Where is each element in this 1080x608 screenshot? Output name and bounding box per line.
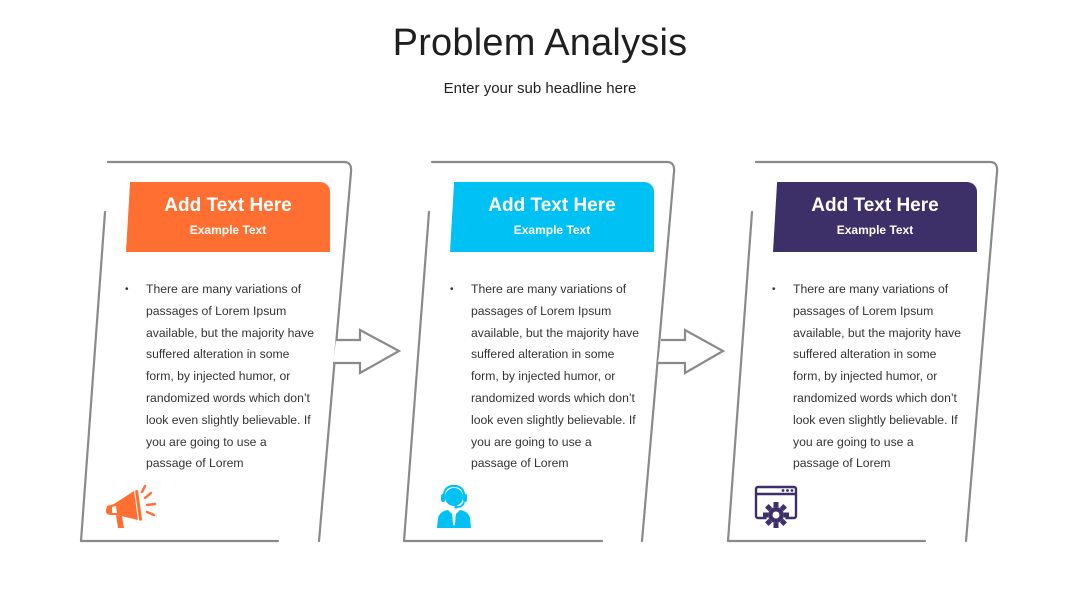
- card-3-heading: Add Text Here: [811, 195, 939, 216]
- card-1-body: •There are many variations of passages o…: [125, 279, 315, 475]
- card-2-body-text: There are many variations of passages of…: [471, 282, 640, 471]
- card-2-subheading: Example Text: [513, 223, 591, 237]
- card-3-body-text: There are many variations of passages of…: [793, 282, 962, 471]
- card-2-body: •There are many variations of passages o…: [450, 279, 640, 475]
- support-agent-icon: [437, 484, 471, 528]
- arrow-1-icon: [333, 328, 402, 375]
- card-1-heading: Add Text Here: [164, 195, 292, 216]
- card-2-frame: [430, 160, 676, 543]
- card-3-header: Add Text Here Example Text: [773, 182, 977, 252]
- megaphone-icon: [105, 484, 157, 528]
- card-2-heading: Add Text Here: [488, 195, 616, 216]
- list-item: •There are many variations of passages o…: [450, 282, 640, 471]
- list-item: •There are many variations of passages o…: [772, 282, 962, 471]
- card-1-frame-left: [79, 210, 280, 543]
- card-1-header: Add Text Here Example Text: [126, 182, 330, 252]
- arrow-2-icon: [658, 328, 726, 375]
- card-3-body: •There are many variations of passages o…: [772, 279, 962, 475]
- card-1-frame: [106, 160, 353, 543]
- card-3-frame: [754, 160, 999, 543]
- card-3-subheading: Example Text: [836, 223, 914, 237]
- card-1-body-text: There are many variations of passages of…: [146, 282, 315, 471]
- web-settings-icon: [754, 485, 798, 528]
- list-item: •There are many variations of passages o…: [125, 282, 315, 471]
- page-title: Problem Analysis: [392, 22, 688, 64]
- card-3-frame-left: [726, 210, 927, 543]
- card-2-header: Add Text Here Example Text: [450, 182, 654, 252]
- page-subtitle: Enter your sub headline here: [443, 80, 637, 97]
- card-1-subheading: Example Text: [189, 223, 267, 237]
- card-2-frame-left: [402, 210, 604, 543]
